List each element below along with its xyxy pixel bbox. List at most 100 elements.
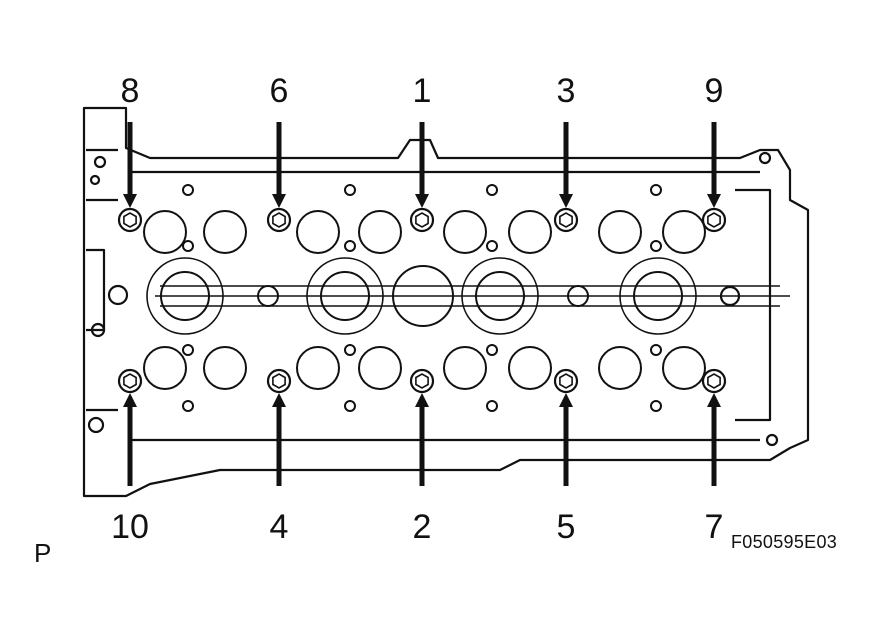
arrow-1	[415, 122, 429, 208]
cylinder-bore	[475, 271, 525, 321]
valve-cup	[662, 346, 706, 390]
bolt-number-9: 9	[704, 72, 724, 110]
arrow-head	[559, 194, 573, 208]
valve-cup	[443, 210, 487, 254]
arrow-7	[707, 393, 721, 486]
valve-cup	[143, 346, 187, 390]
small-hole	[182, 184, 194, 196]
arrow-2	[415, 393, 429, 486]
bolt-5	[553, 368, 579, 394]
gallery-hole	[257, 285, 279, 307]
bolt-7	[701, 368, 727, 394]
small-hole	[486, 400, 498, 412]
valve-cup	[443, 346, 487, 390]
bolt-head	[701, 207, 727, 233]
figure-code: F050595E03	[731, 532, 838, 552]
cylinder-bore	[392, 265, 454, 327]
bore-rim	[619, 257, 697, 335]
arrow-head	[559, 393, 573, 407]
cylinder-bore	[633, 271, 683, 321]
bolt-head	[266, 207, 292, 233]
valve-cup	[203, 346, 247, 390]
small-hole	[650, 344, 662, 356]
valve-cup	[508, 346, 552, 390]
valve-cup	[143, 210, 187, 254]
small-hole	[344, 344, 356, 356]
cylinder-head-outline	[82, 106, 810, 498]
valve-cup	[358, 210, 402, 254]
valve-cup	[203, 210, 247, 254]
bolt-number-2: 2	[412, 508, 432, 546]
arrow-head	[415, 194, 429, 208]
cylinder-bore	[160, 271, 210, 321]
valve-cup	[296, 346, 340, 390]
bolt-head	[553, 368, 579, 394]
bolt-hex	[123, 373, 137, 389]
bolt-number-3: 3	[556, 72, 576, 110]
view-letter: P	[34, 538, 52, 568]
arrow-10	[123, 393, 137, 486]
bolt-head	[266, 368, 292, 394]
bolt-number-7: 7	[704, 508, 724, 546]
small-hole	[344, 240, 356, 252]
arrow-head	[707, 194, 721, 208]
arrow-8	[123, 122, 137, 208]
cylinder-bore	[320, 271, 370, 321]
valve-cup	[358, 346, 402, 390]
bolt-number-5: 5	[556, 508, 576, 546]
arrow-5	[559, 393, 573, 486]
valve-cup	[662, 210, 706, 254]
arrow-layer	[123, 122, 721, 486]
arrow-head	[123, 194, 137, 208]
small-hole	[650, 184, 662, 196]
bolt-hex	[707, 373, 721, 389]
bolt-hex	[415, 373, 429, 389]
small-hole	[486, 344, 498, 356]
bolt-head	[117, 368, 143, 394]
bolt-hex	[559, 373, 573, 389]
bolt-hex	[707, 212, 721, 228]
bolt-4	[266, 368, 292, 394]
valve-cup	[598, 210, 642, 254]
arrow-head	[123, 393, 137, 407]
small-hole	[344, 400, 356, 412]
bolt-10	[117, 368, 143, 394]
bolt-head	[409, 207, 435, 233]
valve-cup	[296, 210, 340, 254]
small-hole	[486, 240, 498, 252]
bolt-head	[553, 207, 579, 233]
bolt-layer	[117, 207, 727, 394]
bolt-number-8: 8	[120, 72, 140, 110]
arrow-3	[559, 122, 573, 208]
bore-rim	[461, 257, 539, 335]
arrow-head	[707, 393, 721, 407]
bolt-number-6: 6	[269, 72, 289, 110]
small-hole	[182, 240, 194, 252]
small-hole	[344, 184, 356, 196]
bolt-hex	[272, 212, 286, 228]
bolt-hex	[123, 212, 137, 228]
bolt-hex	[272, 373, 286, 389]
small-hole	[650, 240, 662, 252]
bolt-number-10: 10	[111, 508, 149, 546]
bolt-head	[701, 368, 727, 394]
arrow-4	[272, 393, 286, 486]
valve-cup	[598, 346, 642, 390]
small-hole	[182, 400, 194, 412]
bolt-number-1: 1	[412, 72, 432, 110]
arrow-6	[272, 122, 286, 208]
bolt-6	[266, 207, 292, 233]
small-hole	[486, 184, 498, 196]
bolt-head	[117, 207, 143, 233]
valve-cup	[508, 210, 552, 254]
arrow-head	[415, 393, 429, 407]
cylinder-features	[143, 184, 706, 412]
bolt-2	[409, 368, 435, 394]
arrow-head	[272, 393, 286, 407]
small-hole	[182, 344, 194, 356]
bore-rim	[306, 257, 384, 335]
bolt-3	[553, 207, 579, 233]
bolt-9	[701, 207, 727, 233]
bolt-number-4: 4	[269, 508, 289, 546]
